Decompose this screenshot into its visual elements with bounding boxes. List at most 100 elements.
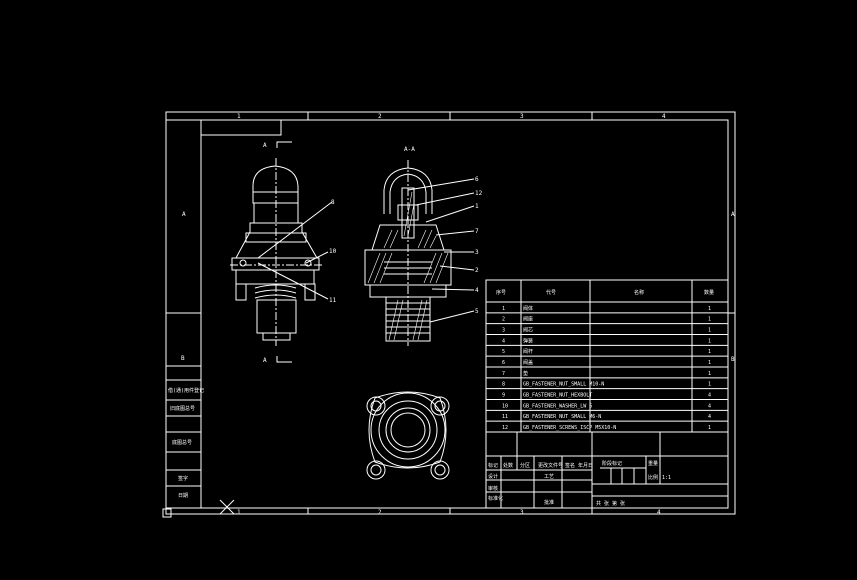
grid-col-bottom-2: 2: [378, 509, 382, 516]
bom-row-no: 7: [502, 371, 505, 377]
bom-row-name: GB_FASTENER_SCREWS_ISCP M5X10-N: [523, 425, 616, 431]
bom-header-code: 代号: [546, 289, 556, 296]
callout-5: 5: [475, 308, 479, 315]
bom-row-name: 阀座: [523, 316, 533, 323]
crosshair-cursor[interactable]: [219, 499, 235, 515]
bom-row-qty: 4: [708, 414, 711, 420]
bom-row-qty: 4: [708, 403, 711, 409]
bom-row-qty: 1: [708, 360, 711, 366]
bom-row-no: 11: [502, 414, 508, 420]
tb-role-standard: 标准化: [488, 495, 503, 502]
section-view: [364, 160, 452, 346]
section-callout-leaders: [407, 178, 475, 323]
tb-label-sign: 签名: [565, 462, 575, 469]
bom-row-qty: 1: [708, 306, 711, 312]
bom-header-no: 序号: [496, 289, 506, 296]
bom-header-qty: 数量: [704, 289, 714, 296]
tb-weight-label: 重量: [648, 460, 658, 467]
bom-row-name: GB_FASTENER_NUT_SMALL M10-N: [523, 382, 604, 388]
title-block: [485, 431, 729, 509]
section-mark-top: A: [263, 142, 267, 149]
grid-row-left-a: A: [182, 211, 186, 218]
side-item-1: 旧底图总号: [170, 405, 195, 412]
callout-10: 10: [329, 248, 337, 255]
grid-labels: 1 2 3 4 1 2 3 4 A A B: [182, 113, 735, 516]
bom-row-qty: 1: [708, 349, 711, 355]
bom-row-no: 9: [502, 393, 505, 399]
front-view: [230, 158, 322, 346]
tb-label-change-doc: 更改文件号: [538, 462, 563, 469]
tb-role-process: 工艺: [544, 474, 554, 480]
drawing-frame: [165, 111, 736, 515]
section-mark-bottom: A: [263, 357, 267, 364]
tb-scale-label: 比例: [648, 474, 658, 481]
tb-label-date: 年月日: [578, 462, 593, 469]
tb-role-design: 设计: [488, 473, 498, 480]
tb-sheets: 共 张 第 张: [596, 500, 625, 507]
bom-row-name: 垫: [523, 370, 528, 377]
bom-row-qty: 1: [708, 382, 711, 388]
grid-col-top-2: 2: [378, 113, 382, 120]
bom-row-no: 6: [502, 360, 505, 366]
bom-row-qty: 4: [708, 393, 711, 399]
side-item-0: 借(通)用件登记: [168, 387, 204, 394]
tb-label-mark: 标记: [488, 462, 498, 469]
grid-col-bottom-1: 1: [237, 509, 241, 516]
bom-row-name: GB_FASTENER_WASHER_LW 6: [523, 403, 592, 409]
title-block-text: 标记 处数 分区 更改文件号 签名 年月日 设计 审核 工艺 标准化 批准 阶段…: [488, 460, 671, 507]
callout-2: 2: [475, 267, 479, 274]
side-item-4: 日期: [178, 493, 188, 499]
ucs-icon: [162, 508, 172, 518]
side-block: [165, 365, 202, 509]
bom-row-no: 10: [502, 403, 508, 409]
bom-row-no: 3: [502, 328, 505, 334]
callout-8: 8: [331, 199, 335, 206]
code-box: [201, 120, 282, 136]
side-block-label: B: [181, 355, 185, 362]
side-item-3: 签字: [178, 475, 188, 482]
bom-row-name: 阀体: [523, 305, 533, 312]
bom-row-no: 12: [502, 425, 508, 431]
bom-row-name: 阀盖: [523, 359, 533, 366]
section-markers: [276, 141, 292, 363]
tb-label-count: 处数: [503, 462, 513, 469]
grid-col-top-1: 1: [237, 113, 241, 120]
callout-3: 3: [475, 249, 479, 256]
bom-header-name: 名称: [634, 289, 644, 296]
bom-row-no: 2: [502, 317, 505, 323]
bom-row-no: 5: [502, 349, 505, 355]
bom-row-name: GB_FASTENER_NUT_SMALL M6-N: [523, 414, 601, 420]
tb-role-approve: 批准: [544, 499, 554, 506]
bom-row-qty: 1: [708, 317, 711, 323]
tb-scale-value: 1:1: [662, 475, 671, 481]
bom-row-qty: 1: [708, 425, 711, 431]
grid-col-top-3: 3: [520, 113, 524, 120]
top-view: [366, 391, 450, 480]
callout-6: 6: [475, 176, 479, 183]
front-callout-leaders: [257, 201, 333, 300]
bom-row-qty: 1: [708, 371, 711, 377]
bom-header: 序号 代号 名称 数量: [496, 289, 714, 296]
callout-1: 1: [475, 203, 479, 210]
callout-4: 4: [475, 287, 479, 294]
bom-row-name: 阀芯: [523, 327, 533, 334]
section-hatching: [367, 191, 449, 341]
bom-row-no: 4: [502, 338, 505, 344]
bom-row-name: 弹簧: [523, 337, 533, 344]
bom-row-no: 1: [502, 306, 505, 312]
grid-row-right-a: A: [731, 211, 735, 218]
grid-row-right-b: B: [731, 356, 735, 363]
bom-row-name: GB_FASTENER_NUT_HEXBOLT: [523, 393, 592, 399]
tb-role-review: 审核: [488, 485, 498, 492]
tb-label-zone: 分区: [520, 462, 530, 469]
section-title: A-A: [404, 146, 415, 153]
bom-row-qty: 1: [708, 338, 711, 344]
grid-col-bottom-4: 4: [657, 509, 661, 516]
side-block-text: B 借(通)用件登记 旧底图总号 底图总号 签字 日期: [168, 355, 204, 499]
tb-stage-label: 阶段标记: [602, 460, 622, 467]
callout-12: 12: [475, 190, 483, 197]
bom-row-name: 阀杆: [523, 348, 533, 355]
